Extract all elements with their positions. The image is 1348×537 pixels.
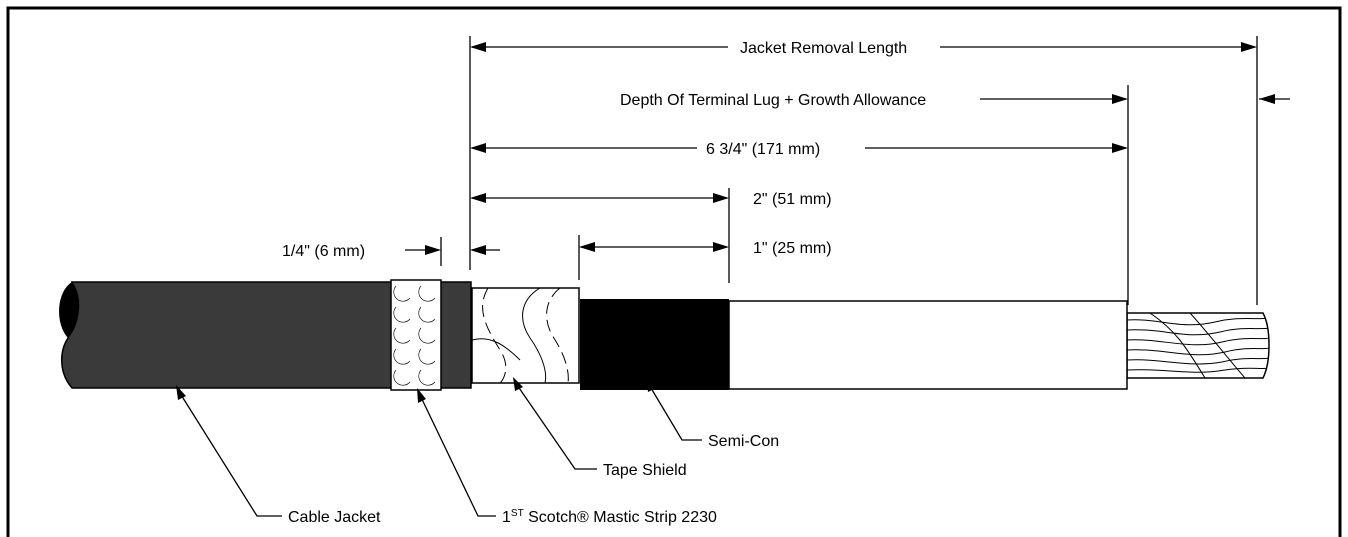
mastic-crescent [393, 306, 411, 323]
mastic-crescent [418, 348, 436, 365]
jacket-removal-length-label: Jacket Removal Length [740, 40, 907, 57]
mastic-prefix: 1 [502, 509, 511, 526]
semi-con-label: Semi-Con [708, 433, 779, 450]
mastic-crescent [418, 306, 436, 323]
mastic-crescent [393, 369, 411, 386]
dimension-quarter-inch-label: 1/4" (6 mm) [282, 243, 365, 260]
dimension-1-inch-label: 1" (25 mm) [753, 240, 832, 257]
dimension-lines [405, 36, 1290, 305]
callout-arrowheads [176, 377, 656, 403]
mastic-crescent [393, 348, 411, 365]
insulation [728, 300, 1128, 390]
mastic-crescent [418, 327, 436, 344]
mastic-strip [390, 279, 442, 391]
mastic-crescent [393, 285, 411, 302]
callout-leaders [177, 381, 702, 517]
dimension-2-inch-label: 2" (51 mm) [753, 191, 832, 208]
tape-shield-layer [471, 287, 580, 384]
mastic-crescent [418, 369, 436, 386]
lug-depth-label: Depth Of Terminal Lug + Growth Allowance [620, 92, 926, 109]
jacket-cut-end [59, 282, 80, 338]
diagram-border [6, 6, 1342, 537]
semi-con-layer [580, 299, 729, 390]
dimension-6-3-4-label: 6 3/4" (171 mm) [706, 141, 820, 158]
mastic-strip-label: 1ST Scotch® Mastic Strip 2230 [502, 508, 717, 526]
mastic-superscript: ST [511, 508, 524, 519]
mastic-crescent [393, 327, 411, 344]
cable-jacket-label: Cable Jacket [288, 509, 381, 526]
cable-illustration [59, 279, 1270, 391]
mastic-text: Scotch® Mastic Strip 2230 [524, 509, 717, 526]
arrowheads [425, 42, 1275, 255]
mastic-crescent [418, 285, 436, 302]
tape-shield-label: Tape Shield [603, 462, 687, 479]
conductor [1126, 312, 1270, 379]
